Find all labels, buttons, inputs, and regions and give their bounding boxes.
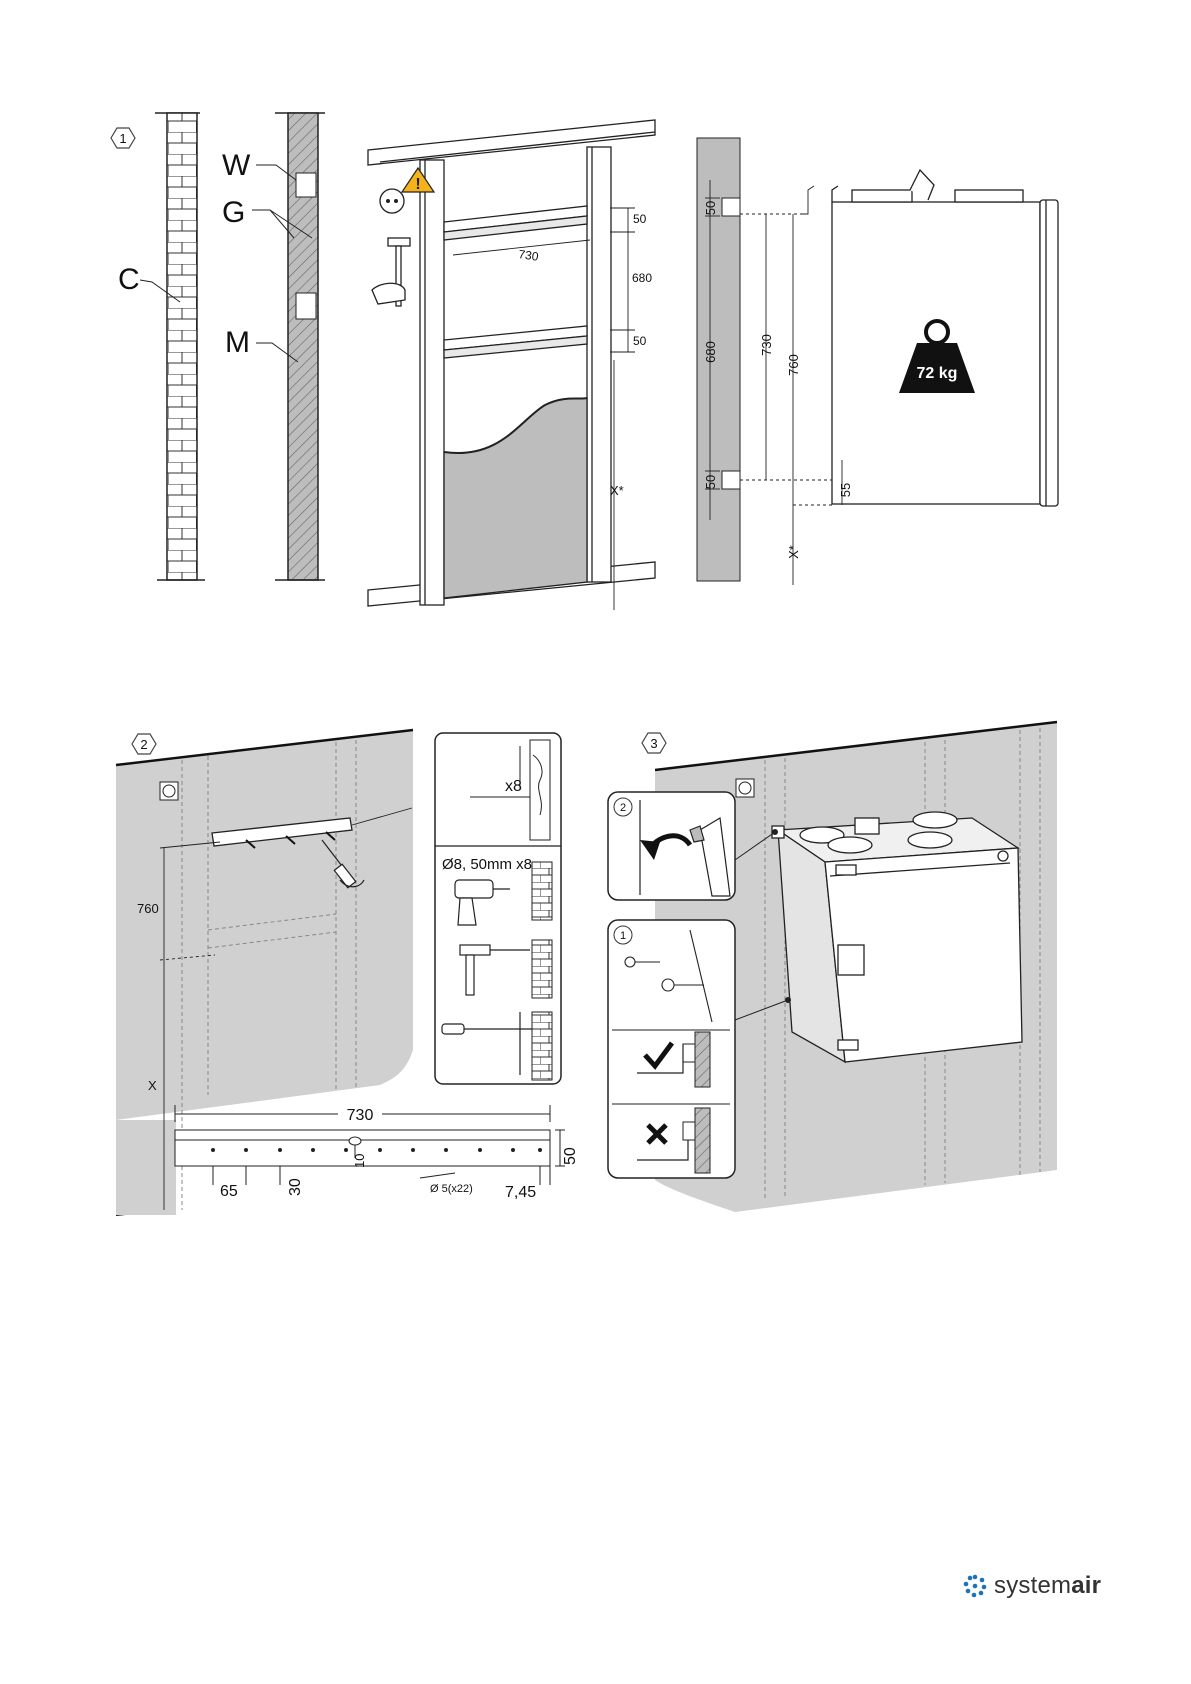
wall-type-c: C — [118, 263, 140, 296]
unit-dim-680: 680 — [703, 341, 718, 363]
mount-dim-760: 760 — [137, 901, 159, 916]
hatched-wall — [275, 113, 325, 580]
frame-dim-50-top: 50 — [633, 212, 647, 226]
hammer-icon — [372, 238, 410, 306]
mount-dim-x: X — [148, 1078, 157, 1093]
brand-name: systemair — [994, 1572, 1101, 1600]
power-socket-icon — [380, 189, 404, 213]
bracket-bottom — [722, 471, 740, 489]
brand-suffix: air — [1071, 1572, 1101, 1599]
brand-prefix: system — [994, 1572, 1071, 1599]
ventilation-unit — [772, 812, 1022, 1062]
unit-dim-55: 55 — [838, 483, 853, 497]
unit-dim-x: X* — [786, 545, 801, 559]
step-1-label: 1 — [119, 131, 126, 146]
brick-detail-3 — [532, 1012, 552, 1080]
unit-dim-730: 730 — [759, 334, 774, 356]
brick-detail-2 — [532, 940, 552, 998]
svg-text:!: ! — [415, 176, 420, 193]
step-3-marker: 3 — [642, 733, 666, 753]
rail-dim-30: 30 — [287, 1178, 304, 1196]
rail-dim-50: 50 — [562, 1147, 579, 1165]
substep-2-marker: 2 — [614, 798, 632, 816]
unit-dim-760: 760 — [786, 354, 801, 376]
unit-dim-50-bottom: 50 — [703, 475, 718, 489]
power-socket-icon — [736, 779, 754, 797]
rail-length: 730 — [347, 1107, 374, 1124]
wall-stub-ok — [695, 1032, 710, 1087]
frame-dim-x: X* — [610, 483, 624, 498]
substep-1-label: 1 — [620, 930, 626, 942]
wall-type-m: M — [225, 326, 250, 359]
stud-frame — [368, 120, 655, 606]
weight-label: 72 kg — [917, 365, 958, 382]
step-1-marker: 1 — [111, 128, 135, 148]
brand-dots-icon — [962, 1573, 988, 1599]
rail-dim-745: 7,45 — [505, 1184, 536, 1201]
brand-logo: systemair — [962, 1572, 1101, 1600]
screw-count: x8 — [505, 778, 522, 795]
drill-spec: Ø8, 50mm x8 — [442, 856, 532, 873]
rail-dim-10: 10 — [352, 1154, 367, 1168]
rail-dim-65: 65 — [220, 1183, 238, 1200]
bracket-top — [722, 198, 740, 216]
power-socket-icon — [160, 782, 178, 800]
step-2-label: 2 — [140, 737, 147, 752]
wall-type-g: G — [222, 196, 245, 229]
frame-dim-50-bottom: 50 — [633, 334, 647, 348]
step-2-marker: 2 — [132, 734, 156, 754]
frame-dim-680: 680 — [632, 271, 652, 285]
unit-dim-50-top: 50 — [703, 201, 718, 215]
substep-2-label: 2 — [620, 802, 626, 814]
rail-hole-spec: Ø 5(x22) — [430, 1183, 473, 1195]
wall-stub-wrong — [695, 1108, 710, 1173]
frame-dim-730: 730 — [518, 247, 540, 264]
substep-1-marker: 1 — [614, 926, 632, 944]
brick-wall — [155, 113, 205, 580]
brick-detail — [532, 862, 552, 920]
wall-type-w: W — [222, 149, 251, 182]
step-3-label: 3 — [650, 736, 657, 751]
